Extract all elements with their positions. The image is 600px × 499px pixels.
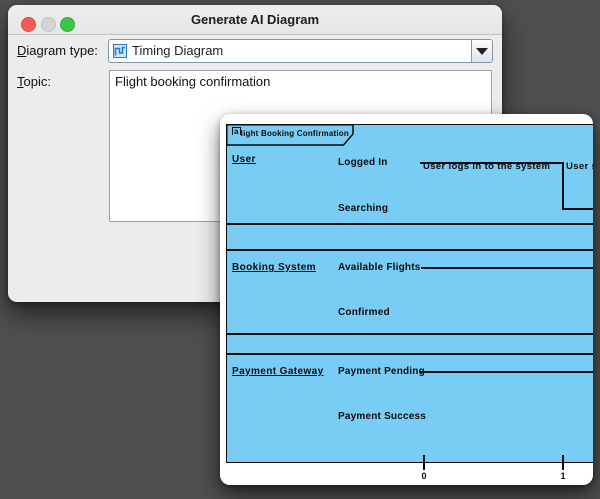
timing-line-user-step-down [562,162,564,210]
timing-line-user-logged-in [420,162,564,164]
state-searching: Searching [338,203,389,214]
axis-tick-label-1: 1 [560,471,566,481]
combobox-dropdown-button[interactable] [471,40,492,62]
transition-label-search: User sear [566,161,593,172]
transition-label-login: User logs in to the system [423,161,551,172]
timing-diagram-icon [113,44,127,58]
frame-title-text: light Booking Confirmation [240,129,349,138]
frame-title-prefix: a [232,127,241,136]
window-title: Generate AI Diagram [190,12,320,27]
diagram-type-combobox[interactable]: Timing Diagram [108,39,493,63]
lifeline-user[interactable]: User [232,154,256,165]
state-confirmed: Confirmed [338,307,390,318]
lane-separator [227,223,593,225]
chevron-down-icon [476,48,488,55]
lane-separator [227,353,593,355]
topic-label: Topic: [17,74,51,89]
lifeline-payment-gateway[interactable]: Payment Gateway [232,366,324,377]
axis-tick-0 [423,455,425,470]
lane-separator [227,333,593,335]
state-payment-success: Payment Success [338,411,427,422]
state-available-flights: Available Flights [338,262,421,273]
lane-separator [227,249,593,251]
frame-name-tab [227,125,354,146]
timing-line-user-searching [562,208,593,210]
zoom-button[interactable] [60,17,75,32]
lifeline-booking-system[interactable]: Booking System [232,262,316,273]
diagram-type-label: Diagram type: [17,43,98,58]
timing-line-payment-pending [420,371,593,373]
axis-tick-label-0: 0 [421,471,427,481]
close-button[interactable] [21,17,36,32]
state-logged-in: Logged In [338,157,388,168]
timing-line-booking-available [421,267,593,269]
state-payment-pending: Payment Pending [338,366,425,377]
axis-tick-1 [562,455,564,470]
minimize-button [41,17,56,32]
diagram-type-value: Timing Diagram [132,43,224,58]
title-bar[interactable]: Generate AI Diagram [8,5,502,35]
